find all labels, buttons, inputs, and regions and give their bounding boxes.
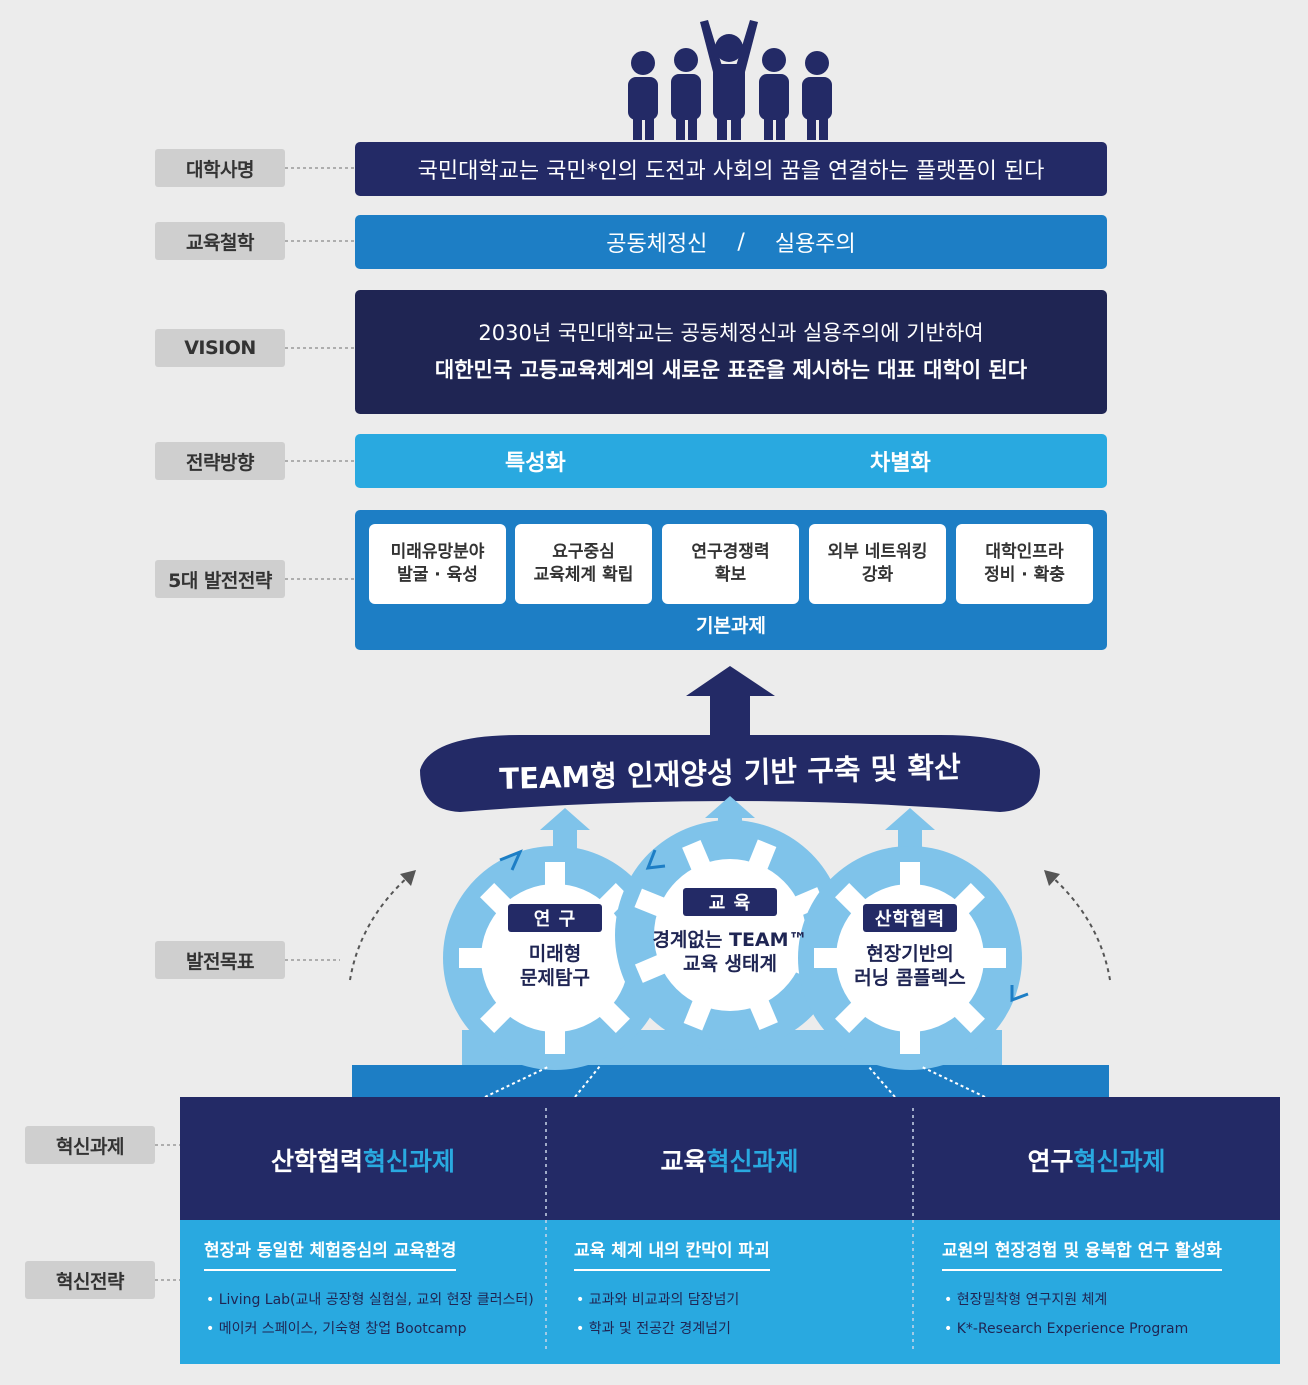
strategy-card-5: 대학인프라 정비 · 확충 bbox=[956, 524, 1093, 604]
gear-left-title: 연 구 bbox=[508, 904, 602, 932]
strategy-card-4: 외부 네트워킹 강화 bbox=[809, 524, 946, 604]
label-mission: 대학사명 bbox=[155, 149, 285, 187]
label-vision: VISION bbox=[155, 329, 285, 367]
direction-left: 특성화 bbox=[505, 451, 566, 476]
gear-right-text: 현장기반의 러닝 콤플렉스 bbox=[854, 943, 966, 989]
task-bullets-research: 현장밀착형 연구지원 체계 K*-Research Experience Pro… bbox=[944, 1286, 1189, 1344]
task-head-education-hl: 혁신과제 bbox=[706, 1147, 799, 1176]
task-sub-education: 교육 체계 내의 칸막이 파괴 bbox=[574, 1236, 770, 1271]
direction-band: 특성화 차별화 bbox=[355, 434, 1107, 488]
gear-right-title: 산학협력 bbox=[863, 904, 957, 932]
list-item: 현장밀착형 연구지원 체계 bbox=[944, 1286, 1188, 1315]
vision-line1: 2030년 국민대학교는 공동체정신과 실용주의에 기반하여 bbox=[478, 321, 984, 345]
list-item: K*-Research Experience Program bbox=[944, 1315, 1189, 1344]
task-head-industry-hl: 혁신과제 bbox=[363, 1147, 456, 1176]
task-bullets-industry: Living Lab(교내 공장형 실험실, 교외 현장 클러스터) 메이커 스… bbox=[206, 1286, 534, 1344]
list-item: 학과 및 전공간 경계넘기 bbox=[576, 1315, 739, 1344]
gear-center-title: 교 육 bbox=[683, 888, 777, 916]
bottom-dotted-arrows bbox=[484, 1065, 986, 1098]
gear-center-text: 경계없는 TEAM™ 교육 생태계 bbox=[652, 929, 808, 975]
list-item: Living Lab(교내 공장형 실험실, 교외 현장 클러스터) bbox=[206, 1286, 534, 1315]
gear-base-bar bbox=[352, 1065, 1109, 1100]
task-panel bbox=[180, 1097, 1280, 1222]
column-dividers bbox=[545, 1108, 914, 1350]
label-goal: 발전목표 bbox=[155, 941, 285, 979]
label-connectors bbox=[155, 167, 355, 1281]
up-arrow-icon bbox=[686, 666, 775, 740]
task-head-research-hl: 혁신과제 bbox=[1073, 1147, 1166, 1176]
rotation-arrows bbox=[499, 849, 1029, 1003]
philosophy-band: 공동체정신 / 실용주의 bbox=[355, 215, 1107, 269]
side-curved-arrows bbox=[349, 874, 1111, 981]
list-item: 교과와 비교과의 담장넘기 bbox=[576, 1286, 740, 1315]
task-sub-industry: 현장과 동일한 체험중심의 교육환경 bbox=[204, 1236, 457, 1271]
vision-line2: 대한민국 고등교육체계의 새로운 표준을 제시하는 대표 대학이 된다 bbox=[434, 358, 1028, 382]
mission-text: 국민대학교는 국민*인의 도전과 사회의 꿈을 연결하는 플랫폼이 된다 bbox=[417, 159, 1045, 184]
people-icon bbox=[628, 20, 832, 140]
label-direction: 전략방향 bbox=[155, 442, 285, 480]
strategy-card-1: 미래유망분야 발굴 · 육성 bbox=[369, 524, 506, 604]
mission-band: 국민대학교는 국민*인의 도전과 사회의 꿈을 연결하는 플랫폼이 된다 bbox=[355, 142, 1107, 196]
task-head-research-main: 연구 bbox=[1027, 1147, 1074, 1176]
gear-left-text: 미래형 문제탐구 bbox=[520, 943, 590, 989]
team-banner-shape bbox=[420, 735, 1040, 812]
label-task: 혁신과제 bbox=[25, 1126, 155, 1164]
strategies-footer: 기본과제 bbox=[696, 615, 766, 637]
philosophy-right: 실용주의 bbox=[774, 232, 856, 257]
task-bullets-education: 교과와 비교과의 담장넘기 학과 및 전공간 경계넘기 bbox=[576, 1286, 740, 1344]
vision-band: 2030년 국민대학교는 공동체정신과 실용주의에 기반하여 대한민국 고등교육… bbox=[355, 290, 1107, 414]
philosophy-separator: / bbox=[737, 229, 745, 255]
label-innov-strategy: 혁신전략 bbox=[25, 1261, 155, 1299]
task-head-industry-main: 산학협력 bbox=[270, 1147, 363, 1176]
strategy-card-3: 연구경쟁력 확보 bbox=[662, 524, 799, 604]
direction-right: 차별화 bbox=[870, 451, 931, 476]
task-sub-research: 교원의 현장경험 및 융복합 연구 활성화 bbox=[942, 1236, 1222, 1271]
label-philosophy: 교육철학 bbox=[155, 222, 285, 260]
label-strategy: 5대 발전전략 bbox=[155, 560, 285, 598]
task-head-education-main: 교육 bbox=[660, 1147, 707, 1176]
philosophy-left: 공동체정신 bbox=[606, 232, 708, 257]
strategy-card-2: 요구중심 교육체계 확립 bbox=[515, 524, 652, 604]
list-item: 메이커 스페이스, 기숙형 창업 Bootcamp bbox=[206, 1315, 534, 1344]
